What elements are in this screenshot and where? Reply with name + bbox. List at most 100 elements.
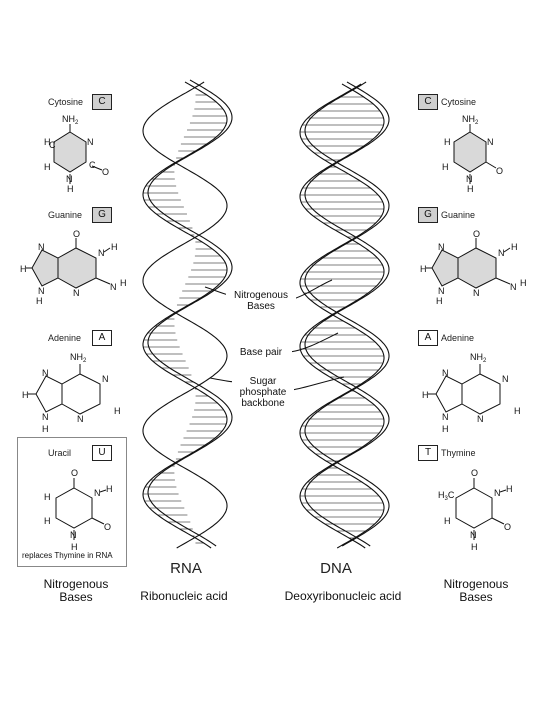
svg-text:N: N — [42, 368, 49, 378]
svg-text:O: O — [496, 166, 503, 176]
atom-label: NH2 — [62, 114, 79, 126]
adenine-label-right: Adenine — [441, 333, 475, 343]
svg-text:H: H — [422, 390, 429, 400]
svg-text:H: H — [444, 516, 451, 526]
cytosine-structure-left: NH2 NC O NH HH C — [44, 114, 109, 192]
svg-text:NH2: NH2 — [462, 114, 479, 126]
svg-text:O: O — [102, 167, 109, 177]
svg-text:N: N — [102, 374, 109, 384]
svg-text:H: H — [444, 137, 451, 147]
sugar-backbone-callout: Sugar phosphate backbone — [232, 376, 294, 409]
svg-text:N: N — [473, 288, 480, 298]
strand-a-edge-2 — [147, 79, 233, 547]
svg-text:H: H — [42, 424, 49, 432]
thymine-label: Thymine — [441, 448, 476, 458]
svg-text:H: H — [471, 542, 478, 550]
uracil-letter-box: U — [92, 445, 112, 461]
svg-text:N: N — [110, 282, 117, 292]
guanine-label: Guanine — [48, 210, 83, 220]
svg-text:H: H — [71, 542, 78, 550]
svg-text:N: N — [38, 242, 45, 252]
svg-text:N: N — [442, 412, 449, 422]
callout-leaders — [204, 279, 345, 391]
svg-text:N: N — [487, 137, 494, 147]
guanine-letter-box: G — [92, 207, 112, 223]
svg-text:H: H — [114, 406, 121, 416]
adenine-structure-left: NH2 NH N NNH H — [22, 352, 121, 432]
svg-text:H: H — [44, 516, 51, 526]
svg-text:N: N — [66, 174, 73, 184]
svg-text:N: N — [470, 530, 477, 540]
strand-a-edge — [142, 81, 228, 549]
svg-text:O: O — [504, 522, 511, 532]
svg-text:H: H — [420, 264, 427, 274]
svg-text:H: H — [467, 184, 474, 192]
rna-title: RNA — [170, 560, 202, 577]
guanine-letter-box-right: G — [418, 207, 438, 223]
svg-text:H: H — [436, 296, 443, 306]
svg-text:H: H — [67, 184, 74, 192]
svg-text:N: N — [94, 488, 101, 498]
adenine-letter-box: A — [92, 330, 112, 346]
svg-text:N: N — [510, 282, 517, 292]
thymine-letter-box: T — [418, 445, 438, 461]
adenine-structure-right: NH2 NH N NNH H — [422, 352, 521, 432]
svg-text:H: H — [44, 162, 51, 172]
svg-text:H: H — [44, 137, 51, 147]
svg-text:H3C: H3C — [438, 490, 455, 502]
svg-text:H: H — [36, 296, 43, 306]
svg-text:H: H — [511, 242, 518, 252]
svg-text:N: N — [73, 288, 80, 298]
strand-b-edge-2 — [304, 81, 390, 547]
svg-text:N: N — [42, 412, 49, 422]
svg-text:H: H — [442, 162, 449, 172]
leader-dna-backbone — [291, 376, 345, 391]
svg-text:O: O — [473, 229, 480, 239]
svg-text:N: N — [502, 374, 509, 384]
uracil-note: replaces Thymine in RNA — [22, 551, 113, 560]
svg-text:H: H — [22, 390, 29, 400]
svg-text:N: N — [98, 248, 105, 258]
dna-helix — [299, 81, 390, 549]
strand-b-edge — [299, 83, 385, 549]
left-caption: Nitrogenous Bases — [43, 577, 109, 604]
rna-subtitle: Ribonucleic acid — [140, 589, 228, 603]
svg-text:N: N — [466, 174, 473, 184]
cytosine-letter-box: C — [92, 94, 112, 110]
leader-dna-bases — [289, 279, 333, 301]
dna-subtitle: Deoxyribonucleic acid — [284, 589, 402, 603]
svg-text:N: N — [494, 488, 501, 498]
svg-text:H: H — [106, 484, 113, 494]
cytosine-label-right: Cytosine — [441, 97, 477, 107]
svg-text:H: H — [520, 278, 527, 288]
uracil-label: Uracil — [48, 448, 72, 458]
svg-text:N: N — [70, 530, 77, 540]
svg-text:C: C — [89, 160, 96, 170]
strand-b-edge — [142, 81, 228, 549]
svg-text:H: H — [442, 424, 449, 432]
adenine-label: Adenine — [48, 333, 82, 343]
cytosine-label: Cytosine — [48, 97, 84, 107]
svg-text:H: H — [506, 484, 513, 494]
svg-text:N: N — [438, 242, 445, 252]
right-caption: Nitrogenous Bases — [443, 577, 509, 604]
leader-base-pair — [289, 332, 339, 353]
svg-text:N: N — [77, 414, 84, 424]
svg-text:O: O — [471, 468, 478, 478]
dna-title: DNA — [320, 560, 352, 577]
svg-text:C: C — [49, 140, 56, 150]
svg-text:NH2: NH2 — [470, 352, 487, 364]
guanine-label-right: Guanine — [441, 210, 476, 220]
svg-text:H: H — [44, 492, 51, 502]
svg-text:O: O — [73, 229, 80, 239]
svg-text:N: N — [498, 248, 505, 258]
svg-text:H: H — [514, 406, 521, 416]
svg-text:N: N — [477, 414, 484, 424]
svg-text:O: O — [71, 468, 78, 478]
svg-text:H: H — [20, 264, 27, 274]
svg-text:N: N — [438, 286, 445, 296]
